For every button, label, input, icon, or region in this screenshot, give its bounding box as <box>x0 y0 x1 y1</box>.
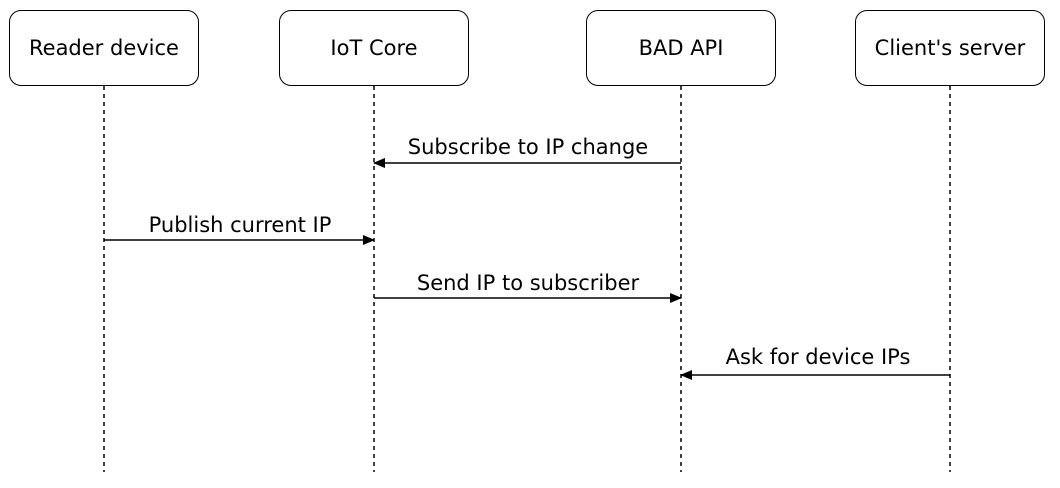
participant-iot-core: IoT Core <box>279 10 469 86</box>
participant-label: BAD API <box>638 36 724 60</box>
participant-label: IoT Core <box>330 36 418 60</box>
message-label-publish: Publish current IP <box>146 213 334 237</box>
participant-clients-server: Client's server <box>855 10 1045 86</box>
message-label-subscribe: Subscribe to IP change <box>405 135 651 159</box>
participant-reader-device: Reader device <box>9 10 199 86</box>
message-label-ask: Ask for device IPs <box>723 345 913 369</box>
message-label-send-ip: Send IP to subscriber <box>414 271 642 295</box>
participant-label: Reader device <box>29 36 179 60</box>
participant-bad-api: BAD API <box>586 10 776 86</box>
participant-label: Client's server <box>874 36 1026 60</box>
